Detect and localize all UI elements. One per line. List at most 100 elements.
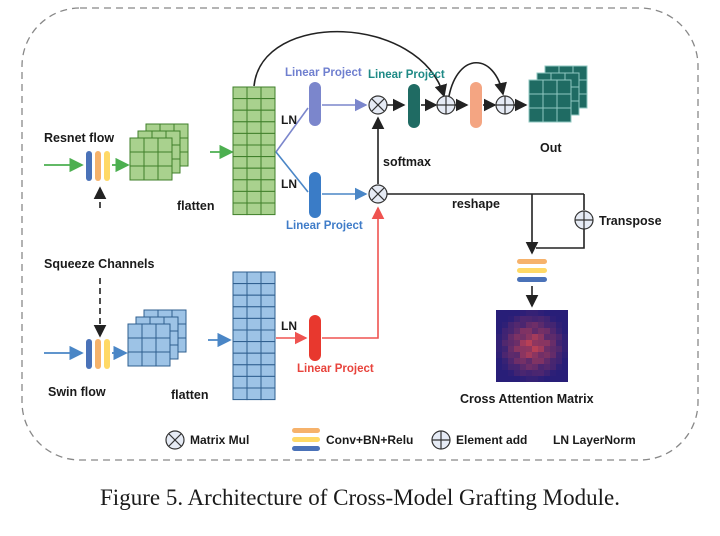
token-cell [260, 202, 276, 216]
heatmap-cell [496, 346, 502, 352]
heatmap-cell [508, 358, 514, 364]
heatmap-cell [562, 346, 568, 352]
resnet-feature-stack [129, 123, 189, 181]
heatmap-cell [538, 370, 544, 376]
resnet-flow-label: Resnet flow [44, 131, 114, 145]
heatmap-cell [496, 376, 502, 382]
heatmap-cell [508, 370, 514, 376]
token-cell [260, 98, 276, 111]
token-cell [260, 283, 276, 296]
skip-connection-2 [448, 61, 507, 97]
cross-attention-matrix-label: Cross Attention Matrix [460, 392, 594, 406]
grid-cell [157, 165, 173, 181]
heatmap-cell [544, 328, 550, 334]
attn-conv-block [517, 259, 547, 282]
heatmap-cell [508, 376, 514, 382]
heatmap-cell [550, 352, 556, 358]
grid-cell [542, 93, 558, 109]
linear-project-bottom-label: Linear Project [297, 363, 374, 375]
heatmap-cell [562, 316, 568, 322]
token-cell [260, 156, 276, 169]
matrix-mul-mid [368, 184, 388, 204]
heatmap-cell [550, 316, 556, 322]
heatmap-cell [538, 376, 544, 382]
token-cell [260, 109, 276, 123]
token-cell [246, 364, 262, 377]
heatmap-cell [514, 346, 520, 352]
heatmap-cell [562, 364, 568, 370]
heatmap-cell [502, 346, 508, 352]
heatmap-cell [538, 358, 544, 364]
grid-cell [542, 107, 558, 123]
heatmap-cell [496, 358, 502, 364]
ln-bottom-label: LN [281, 319, 297, 333]
heatmap-cell [556, 352, 562, 358]
grid-cell [157, 137, 173, 153]
heatmap-cell [502, 334, 508, 340]
grid-cell [157, 151, 173, 167]
heatmap-cell [538, 334, 544, 340]
grid-cell [143, 165, 159, 181]
heatmap-cell [550, 334, 556, 340]
heatmap-cell [502, 328, 508, 334]
grid-cell [129, 165, 145, 181]
token-cell [260, 317, 276, 331]
heatmap-cell [502, 310, 508, 316]
heatmap-cell [562, 340, 568, 346]
token-cell [246, 144, 262, 158]
heatmap-cell [556, 358, 562, 364]
heatmap-cell [532, 340, 538, 346]
token-cell [246, 352, 262, 366]
token-cell [260, 294, 276, 308]
heatmap-cell [496, 322, 502, 328]
heatmap-cell [556, 322, 562, 328]
heatmap-cell [538, 352, 544, 358]
token-cell [232, 329, 248, 343]
heatmap-cell [562, 322, 568, 328]
element-add-1 [436, 95, 456, 115]
heatmap-cell [544, 322, 550, 328]
heatmap-cell [550, 370, 556, 376]
heatmap-cell [520, 322, 526, 328]
token-cell [232, 352, 248, 366]
token-cell [260, 341, 276, 354]
heatmap-cell [514, 352, 520, 358]
heatmap-cell [526, 364, 532, 370]
heatmap-cell [508, 322, 514, 328]
heatmap-cell [502, 322, 508, 328]
swin-conv-block [86, 339, 110, 369]
squeeze-channels-label: Squeeze Channels [44, 257, 154, 271]
resnet-conv-block [86, 151, 110, 181]
linear-project-teal [408, 84, 420, 128]
heatmap-cell [538, 346, 544, 352]
heatmap-cell [520, 340, 526, 346]
grid-cell [143, 151, 159, 167]
token-cell [232, 317, 248, 331]
heatmap-cell [508, 328, 514, 334]
grid-cell [127, 351, 143, 367]
linear-project-mid [309, 172, 321, 218]
heatmap-cell [556, 376, 562, 382]
heatmap-cell [532, 358, 538, 364]
grid-cell [556, 107, 572, 123]
token-cell [246, 156, 262, 169]
heatmap-cell [526, 328, 532, 334]
token-cell [246, 329, 262, 343]
split-up [275, 107, 309, 153]
heatmap-cell [508, 334, 514, 340]
heatmap-cell [562, 328, 568, 334]
grid-cell [141, 323, 157, 339]
token-cell [246, 121, 262, 134]
token-cell [232, 132, 248, 146]
token-cell [260, 306, 276, 319]
linear-project-teal-label: Linear Project [368, 69, 445, 81]
heatmap-cell [514, 334, 520, 340]
heatmap-cell [520, 310, 526, 316]
legend-conv-icon [292, 428, 320, 451]
heatmap-cell [508, 364, 514, 370]
token-cell [232, 121, 248, 134]
heatmap-cell [520, 352, 526, 358]
heatmap-cell [514, 340, 520, 346]
legend-matrix-mul-label: Matrix Mul [190, 433, 249, 447]
grid-cell [155, 351, 171, 367]
